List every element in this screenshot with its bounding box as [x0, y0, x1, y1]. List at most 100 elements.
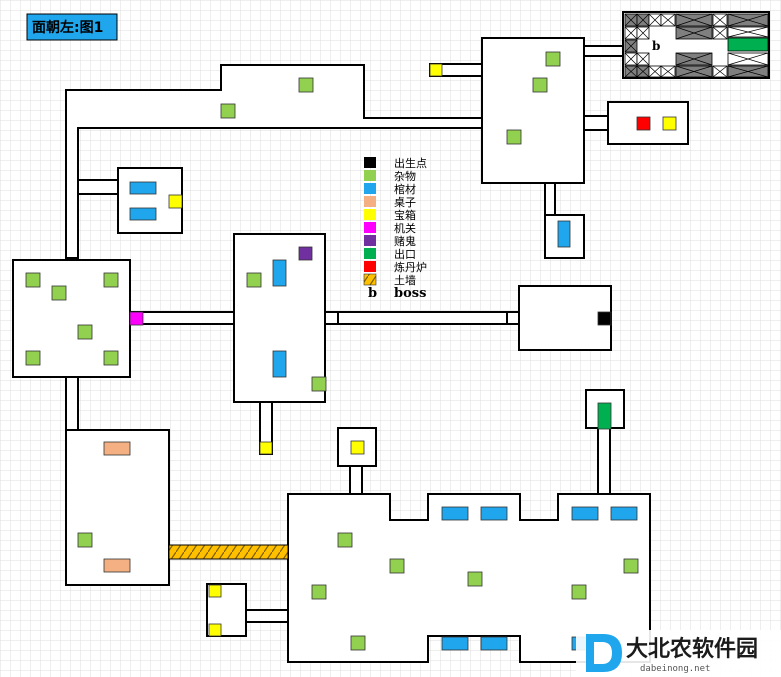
legend-label-trap: 机关	[394, 221, 416, 235]
legend-swatch-furnace	[364, 261, 376, 272]
item-debris	[311, 376, 327, 392]
legend-row-trap: 机关	[364, 221, 416, 235]
legend-row-furnace: 炼丹炉	[364, 260, 427, 274]
map-structure	[12, 37, 689, 663]
item-coffin	[480, 636, 508, 651]
item-debris	[103, 350, 119, 366]
map-items	[25, 51, 677, 651]
legend-label-boss: boss	[394, 286, 426, 301]
legend-row-gambler: 赌鬼	[364, 234, 416, 248]
item-spawn	[597, 311, 612, 326]
item-chest	[208, 623, 222, 637]
item-debris	[103, 272, 119, 288]
item-coffin	[557, 220, 571, 248]
item-debris	[77, 324, 93, 340]
legend-symbol-boss: b	[368, 286, 377, 301]
item-coffin	[129, 207, 157, 221]
item-debris	[545, 51, 561, 67]
corridor-boss	[583, 45, 624, 57]
item-coffin	[480, 506, 508, 521]
item-coffin	[441, 636, 469, 651]
legend-label-table: 桌子	[394, 196, 416, 209]
map-title-text: 面朝左:图1	[32, 19, 103, 36]
item-chest	[350, 440, 365, 455]
item-debris	[467, 571, 483, 587]
item-debris	[25, 350, 41, 366]
legend-swatch-gambler	[364, 235, 376, 246]
boss-exit-tile	[727, 37, 769, 52]
item-debris	[350, 635, 366, 651]
item-debris	[77, 532, 93, 548]
item-debris	[51, 285, 67, 301]
item-debris	[298, 77, 314, 93]
corridor-coffin-right	[544, 182, 556, 216]
corridor-mid-right	[324, 311, 520, 325]
item-debris	[246, 272, 262, 288]
item-table	[103, 441, 131, 456]
item-chest	[662, 116, 677, 131]
legend-row-exit: 出口	[364, 247, 416, 261]
room-left	[12, 259, 131, 378]
item-coffin	[272, 350, 287, 378]
legend-row-table: 桌子	[364, 196, 416, 209]
item-coffin	[272, 259, 287, 287]
legend-label-exit: 出口	[394, 247, 416, 261]
legend-swatch-chest	[364, 209, 376, 220]
legend-swatch-table	[364, 196, 376, 207]
legend-label-debris: 杂物	[394, 169, 416, 183]
room-spawn	[518, 285, 612, 351]
item-debris	[623, 558, 639, 574]
legend-swatch-coffin	[364, 183, 376, 194]
item-debris	[337, 532, 353, 548]
map-title: 面朝左:图1	[26, 13, 118, 41]
legend-row-chest: 宝箱	[364, 208, 416, 222]
item-table	[103, 558, 131, 573]
corridor-mid	[129, 311, 235, 325]
boss-marker: b	[652, 39, 660, 53]
item-debris	[220, 103, 236, 119]
legend-swatch-spawn	[364, 157, 376, 168]
item-trap	[129, 311, 144, 326]
item-debris	[532, 77, 548, 93]
item-gambler	[298, 246, 313, 261]
item-chest	[259, 441, 273, 455]
legend-swatch-exit	[364, 248, 376, 259]
legend-label-coffin: 棺材	[394, 182, 416, 196]
item-exit	[597, 402, 612, 430]
earth-wall	[168, 544, 289, 560]
boss-room: b	[622, 11, 770, 79]
watermark-text: 大北农软件园	[626, 636, 758, 662]
item-coffin	[129, 181, 157, 195]
item-debris	[311, 584, 327, 600]
legend-swatch-debris	[364, 170, 376, 181]
legend-row-boss: b boss	[368, 286, 426, 301]
legend-row-debris: 杂物	[364, 169, 416, 183]
item-furnace	[636, 116, 651, 131]
corridor-exit	[597, 427, 611, 495]
watermark: 大北农软件园 dabeinong.net	[576, 630, 781, 677]
item-coffin	[441, 506, 469, 521]
item-debris	[25, 272, 41, 288]
room-top-right	[481, 37, 585, 184]
boss-room-tiles	[622, 11, 770, 79]
item-chest	[429, 63, 443, 77]
legend-label-gambler: 赌鬼	[394, 234, 416, 248]
legend-swatch-earthwall	[363, 273, 377, 286]
legend-swatch-trap	[364, 222, 376, 233]
corridor-bottom-left	[245, 609, 289, 623]
legend-row-coffin: 棺材	[364, 182, 416, 196]
item-chest	[168, 194, 183, 209]
item-coffin	[610, 506, 638, 521]
legend-label-furnace: 炼丹炉	[394, 260, 427, 274]
corridor-chest-mid	[349, 465, 363, 495]
item-debris	[389, 558, 405, 574]
legend-row-earthwall: 土墙	[363, 273, 416, 287]
item-debris	[506, 129, 522, 145]
item-debris	[571, 584, 587, 600]
legend-label-chest: 宝箱	[394, 208, 416, 222]
item-chest	[208, 584, 222, 598]
watermark-subtext: dabeinong.net	[640, 664, 710, 674]
legend-label-spawn: 出生点	[394, 156, 427, 170]
